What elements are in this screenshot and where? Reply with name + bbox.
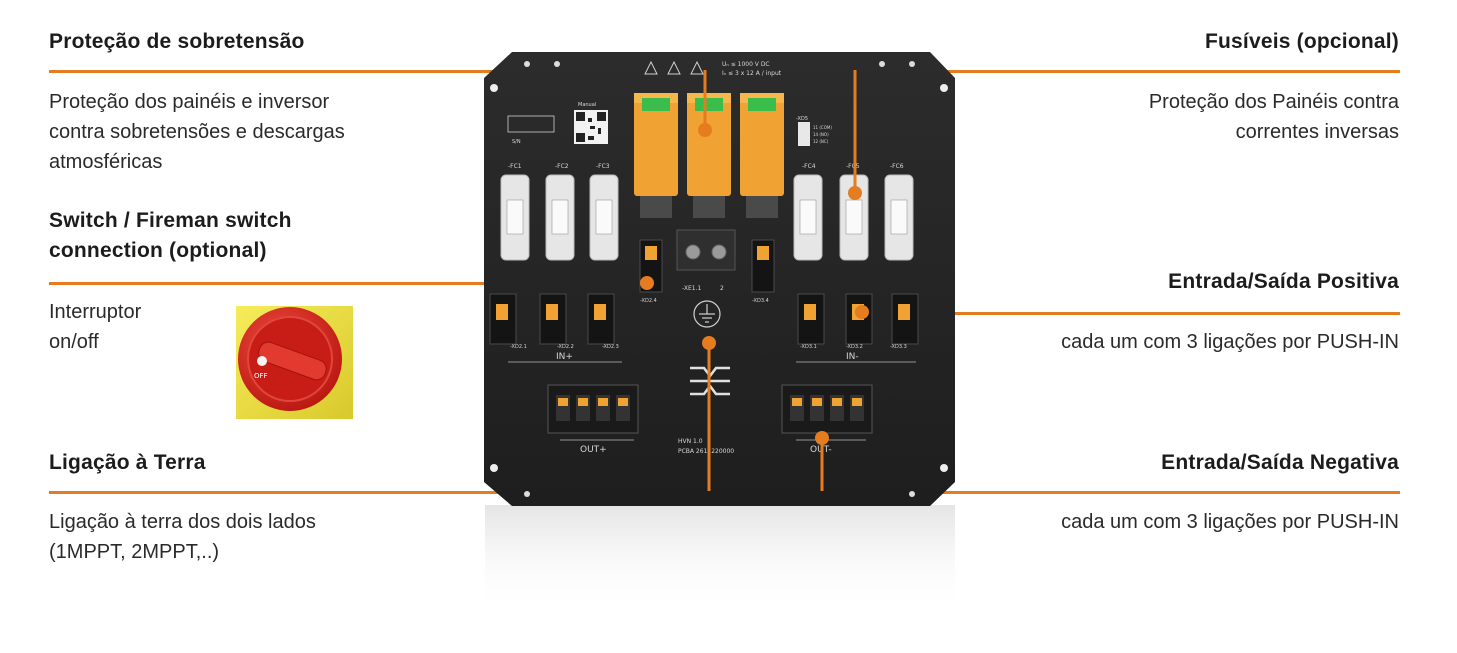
manual-label: Manual [578,102,596,108]
warning-icons [644,60,704,75]
out-negative-connector [781,384,873,441]
in-neg-t1: -XD3.1 [800,344,817,350]
in-neg-label: IN- [846,352,859,362]
leader-lines [703,70,857,491]
on-off-switch-image: OFF [236,306,353,419]
xd-left-label: -XD2.4 [640,298,657,304]
earth-desc-line2: (1MPPT, 2MPPT,..) [49,541,220,563]
in-positive-group [489,293,622,363]
earth-terminal-block [676,229,736,271]
leader-dots [640,123,869,445]
switch-desc: Interruptor on/off [49,297,141,357]
fuses-desc-line2: correntes inversas [1235,121,1399,143]
surge-desc-line3: atmosféricas [49,151,163,173]
surge-arrester-3 [740,93,784,218]
mount-hole [490,84,498,92]
mount-hole [554,61,560,67]
fuse-label-fc2: -FC2 [555,163,569,170]
fuse-label-fc6: -FC6 [890,163,904,170]
in-negative-group [796,293,919,363]
xd2-4-lever [645,246,657,260]
switch-title-line1: Switch / Fireman switch [49,209,292,232]
fuse-label-fc4: -FC4 [802,163,816,170]
earth-screw [711,244,727,260]
version-line1: HVN 1.0 [678,438,703,445]
qr-code [574,110,608,144]
earth-desc: Ligação à terra dos dois lados (1MPPT, 2… [49,507,316,567]
rating-line1: Uₙ ≤ 1000 V DC [722,61,770,68]
out-positive-connector [547,384,639,441]
in-neg-t2: -XD3.2 [846,344,863,350]
in-pos-t2: -XD2.2 [557,344,574,350]
surge-arrester-1 [634,93,678,218]
surge-arrester-2 [687,93,731,218]
switch-rule [49,282,647,285]
fuse-holder-fc4 [793,174,823,261]
in-pos-t3: -XD2.3 [602,344,619,350]
xd3-4-lever [757,246,769,260]
fuse-label-fc3: -FC3 [596,163,610,170]
fuse-holder-fc6 [884,174,914,261]
fuse-holder-fc3 [589,174,619,261]
version-line2: PCBA 2612220000 [678,448,734,455]
fuses-title: Fusíveis (opcional) [1205,30,1399,53]
negative-io-rule [822,491,1400,494]
mount-hole [879,61,885,67]
surge-protection-rule [49,70,705,73]
xe-label: -XE1.1 [682,285,701,292]
mount-hole [524,491,530,497]
earth-rule [49,491,709,494]
out-pos-label: OUT+ [580,445,607,455]
in-pos-t1: -XD2.1 [510,344,527,350]
negative-io-title: Entrada/Saída Negativa [1161,451,1399,474]
mount-hole [524,61,530,67]
positive-io-title: Entrada/Saída Positiva [1168,270,1399,293]
xd5-label: -XD5 [796,116,808,122]
fuse-holder-fc2 [545,174,575,261]
sn-box [507,115,555,133]
in-pos-label: IN+ [556,352,573,362]
earth-symbol-icon [693,300,721,328]
fuses-desc-line1: Proteção dos Painéis contra [1148,91,1399,113]
earth-screw [685,244,701,260]
positive-io-desc: cada um com 3 ligações por PUSH-IN [1061,331,1399,353]
switch-title-line2: connection (optional) [49,239,267,262]
switch-title: Switch / Fireman switch connection (opti… [49,206,292,266]
earth-desc-line1: Ligação à terra dos dois lados [49,511,316,533]
rating-line2: Iₙ ≤ 3 x 12 A / input [722,70,782,77]
earth-title: Ligação à Terra [49,451,206,474]
xd-right-label: -XD3.4 [752,298,769,304]
fuse-holder-fc1 [500,174,530,261]
xd5-terminal [798,122,810,146]
sn-label: S/N [512,139,521,145]
mount-hole [909,491,915,497]
fuses-rule [855,70,1400,73]
surge-protection-title: Proteção de sobretensão [49,30,305,53]
surge-desc-line1: Proteção dos painéis e inversor [49,91,330,113]
board-reflection [485,505,955,615]
mount-hole [490,464,498,472]
positive-io-rule [862,312,1400,315]
switch-desc-line1: Interruptor [49,301,142,323]
surge-desc-line2: contra sobretensões e descargas [49,121,345,143]
fuses-desc: Proteção dos Painéis contra correntes in… [1149,87,1399,147]
switch-off-mark: OFF [254,372,268,380]
fuse-label-fc1: -FC1 [508,163,522,170]
mount-hole [940,464,948,472]
mount-hole [940,84,948,92]
switch-desc-line2: on/off [49,331,99,353]
xd5-pin2: 14 (NO) [813,132,829,137]
in-neg-t3: -XD3.3 [890,344,907,350]
fuse-label-fc5: -FC5 [846,163,860,170]
mount-hole [909,61,915,67]
xd5-pin1: 11 (COM) [813,125,832,130]
surge-protection-desc: Proteção dos painéis e inversor contra s… [49,87,345,177]
xd5-pin3: 12 (NC) [813,139,829,144]
xe-label2: 2 [720,285,724,292]
negative-io-desc: cada um com 3 ligações por PUSH-IN [1061,511,1399,533]
